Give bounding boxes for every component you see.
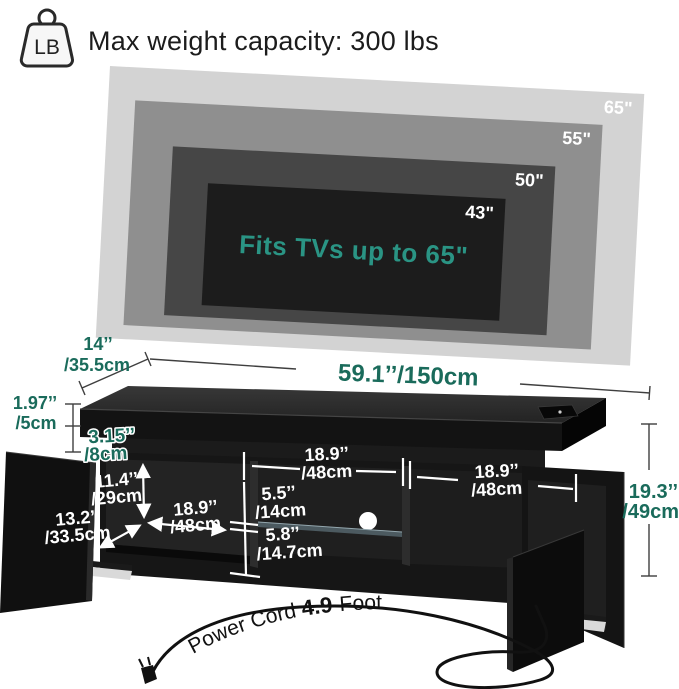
shelf-upper-cm: /14cm [254,499,306,523]
width-line-b [519,383,651,394]
cable-hole [359,512,377,530]
middle-compartment-cm: /48cm [301,461,353,484]
inner-height-cm: /29cm [90,485,143,509]
depth-cm: /35.5cm [64,355,130,375]
right-door-top-edge [512,529,585,558]
slab-edge-highlight [79,408,563,424]
right-compartment-in: 18.9’’ [474,460,519,482]
width-label: 59.1’’/150cm [338,360,479,392]
white-dimension-lines [98,452,578,579]
teal-dimension-labels: 14’’ /35.5cm 59.1’’/150cm 1.97’’ /5cm 3.… [13,334,679,523]
depth-tick-right [144,351,152,367]
left-compartment-floor [106,544,250,564]
riser-height-cm: /8cm [84,443,128,466]
shelf-bottom-tick [229,571,261,579]
power-cord-group: Power Cord 4.9-Foot [138,591,554,689]
left-door-top-edge [5,451,97,464]
weight-icon-label: LB [34,36,60,59]
arrow-right [146,516,228,537]
top-thickness-cm: /5cm [15,413,56,433]
power-plug [141,665,157,684]
power-cord-label: Power Cord 4.9-Foot [184,591,382,658]
max-weight-text: Max weight capacity: 300 lbs [88,26,439,56]
middle-compartment-in: 18.9’’ [304,443,349,465]
right-door-edge [507,557,513,672]
left-foot-top [92,561,132,571]
middle-left-compartment [258,464,402,560]
shelf-lower-in: 5.8’’ [265,523,301,545]
total-height-in: 19.3’’ [629,481,678,503]
tv-stand-body [0,386,625,672]
power-outlet-inset [537,404,579,420]
shelf-dim-line [242,481,248,577]
glass-shelf [258,522,402,537]
header: LB Max weight capacity: 300 lbs [0,4,679,74]
inner-height-in: 11.4’’ [94,468,139,492]
plug-prong-1 [138,658,144,668]
dimA-line-b [355,469,397,474]
left-foot [92,567,132,580]
divider-2 [402,466,410,566]
left-door [0,452,96,613]
slab-right-face [562,398,606,451]
top-thickness-in: 1.97’’ [13,393,57,413]
external-dimension-lines [65,351,657,577]
white-dimension-labels: 11.4’’ /29cm 13.2’’ /33.5cm 18.9’’ /48cm… [44,443,523,564]
shelf-mid-tick-1 [229,520,259,527]
right-compartment-cm: /48cm [471,478,523,501]
plug-prong-2 [147,656,151,666]
left-door-edge [86,463,96,601]
power-cord-label-suffix: -Foot [331,591,382,617]
power-cord-label-bold: 4.9 [300,592,334,621]
weight-icon: LB [19,8,74,68]
left-compartment-cm: /48cm [169,513,222,537]
depth-dim-line [81,358,149,389]
dimB-line-b [537,484,574,491]
width-tick-right [648,385,651,401]
divider-1 [250,461,258,568]
glass-shelf-edge [257,521,403,533]
shelf-mid-tick-2 [229,527,259,534]
right-door [513,530,584,672]
riser-height-in: 3.15’’ [88,425,136,448]
shelf-lower-cm: /14.7cm [256,540,323,565]
power-cord [148,604,554,689]
outlet-dot [558,410,562,414]
inner-depth-in: 13.2’’ [55,506,101,530]
arrow-up [135,462,152,520]
width-line-a [149,358,297,370]
arrow-depth [98,524,142,549]
depth-tick-left [78,380,86,396]
middle-right-compartment [410,469,522,568]
slab-top-face [80,386,606,423]
left-compartment-in: 18.9’’ [173,496,219,520]
dimA-line-a [251,464,301,471]
depth-in: 14’’ [83,334,112,354]
dimB-line-a [416,475,459,482]
total-height-cm: /49cm [622,501,679,523]
shelf-upper-in: 5.5’’ [261,482,297,504]
